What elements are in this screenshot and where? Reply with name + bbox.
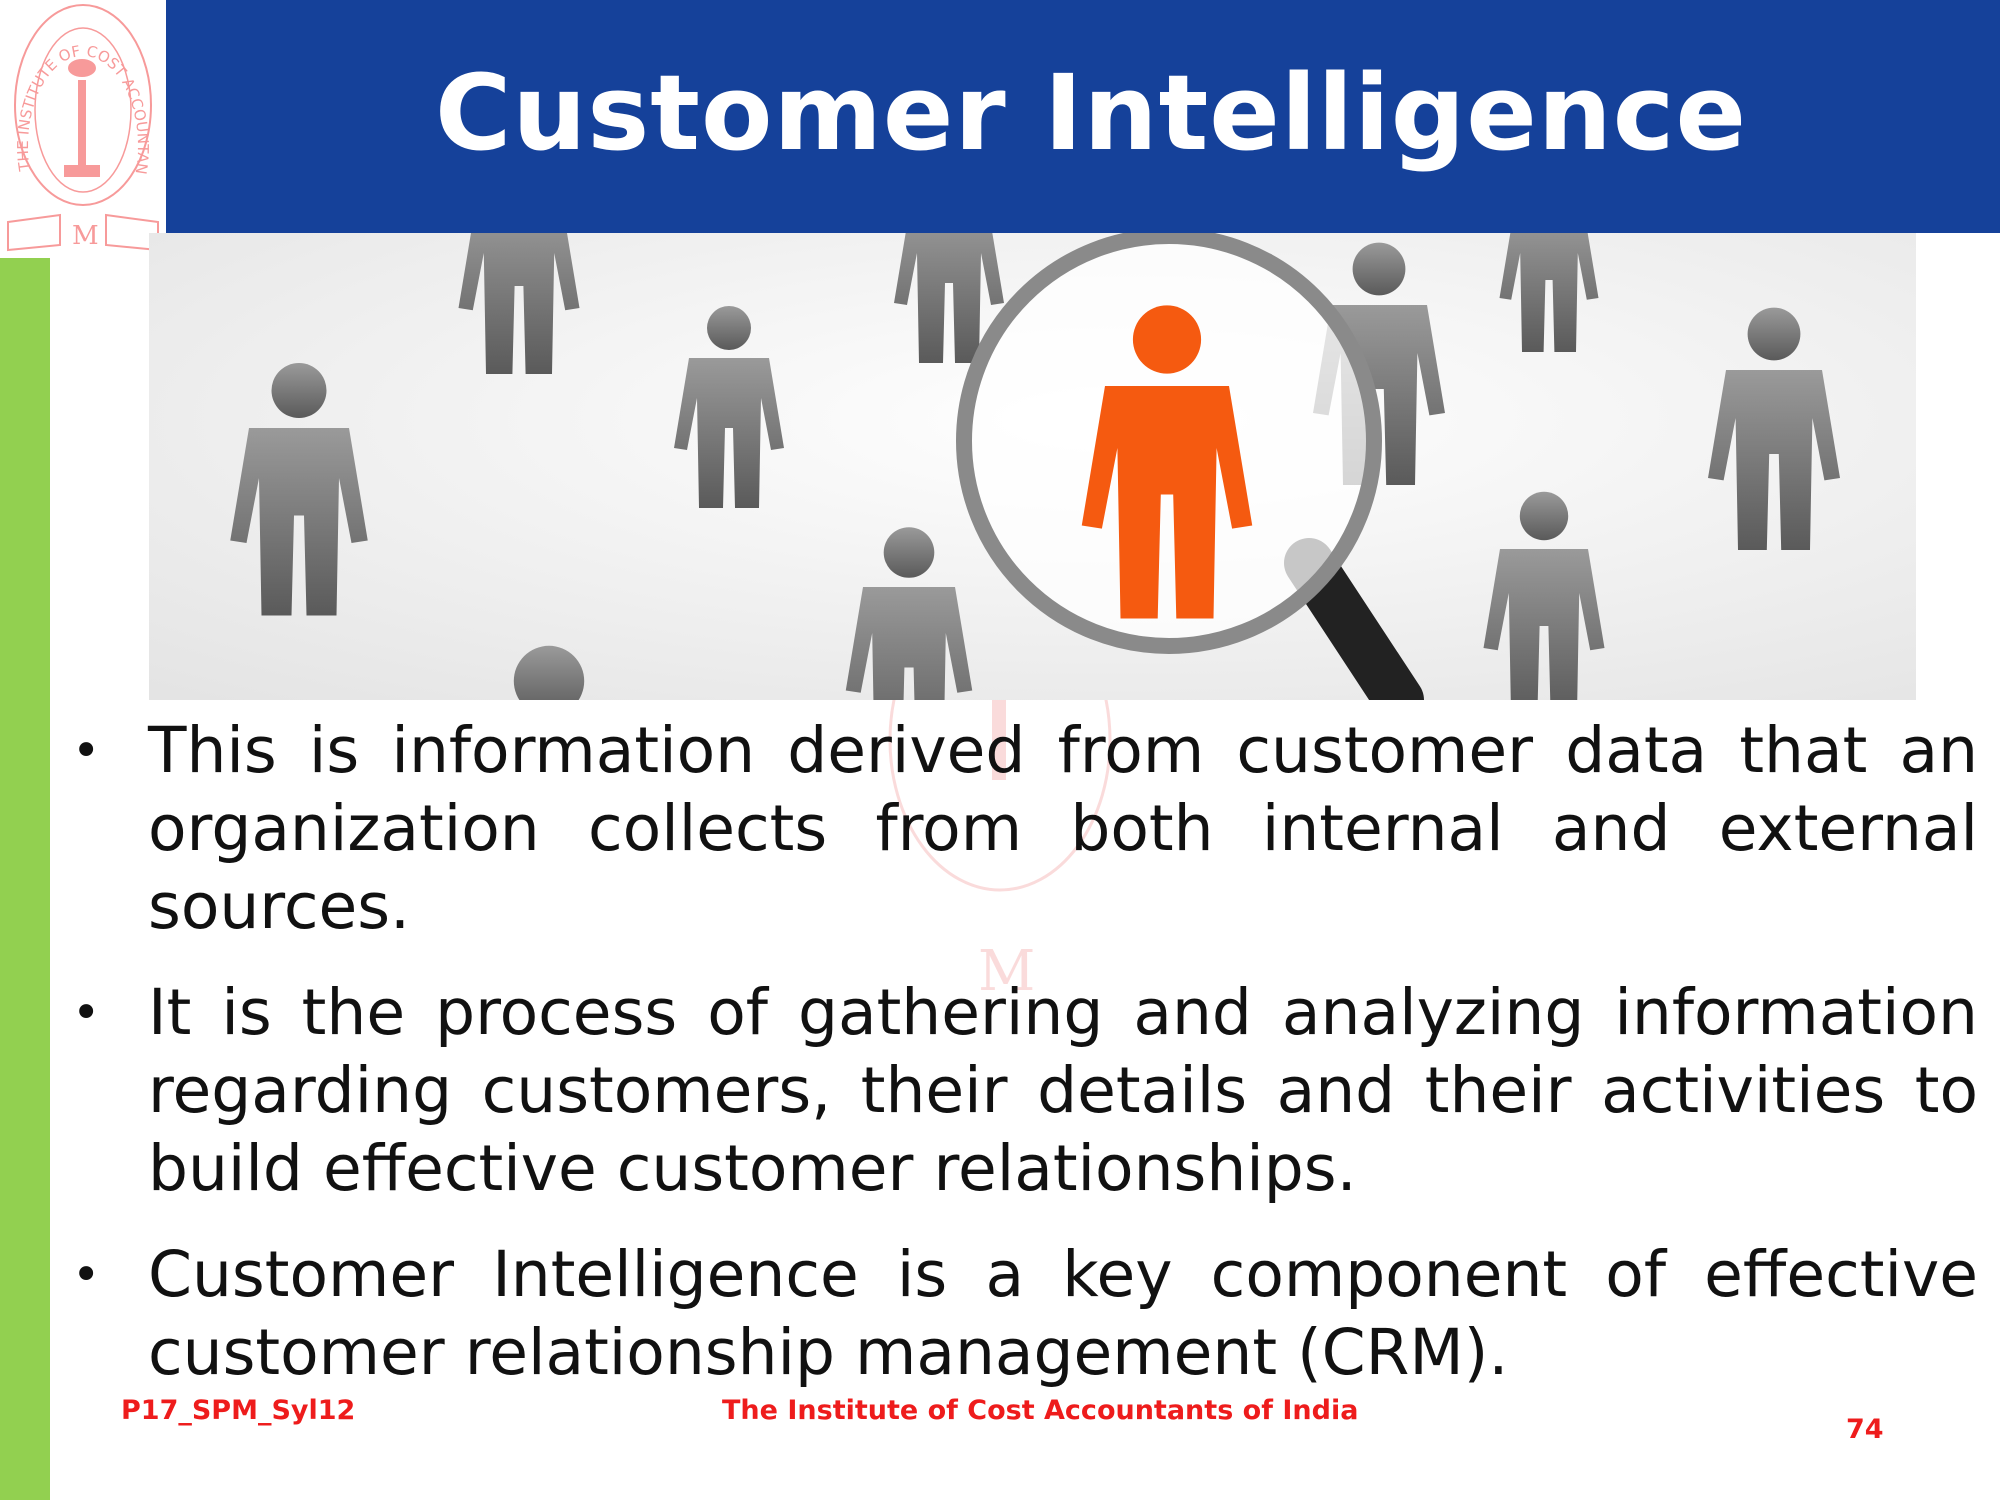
footer-code: P17_SPM_Syl12: [121, 1395, 356, 1426]
bullet-icon: •: [72, 985, 101, 1041]
page-number: 74: [1846, 1414, 1884, 1445]
slide-title: Customer Intelligence: [435, 52, 1747, 174]
watermark-logo: M: [888, 700, 1112, 1000]
svg-text:M: M: [978, 939, 1035, 1000]
bullet-icon: •: [72, 723, 101, 779]
bullet-text: It is the process of gathering and analy…: [148, 976, 1978, 1205]
title-banner: Customer Intelligence: [166, 0, 2000, 233]
svg-text:THE INSTITUTE OF COST ACCOUNTA: THE INSTITUTE OF COST ACCOUNTANTS OF IND…: [0, 0, 152, 176]
institute-logo: THE INSTITUTE OF COST ACCOUNTANTS OF IND…: [0, 0, 159, 252]
bullet-text: This is information derived from custome…: [148, 714, 1978, 943]
customer-search-illustration: [149, 233, 1916, 700]
footer-institute: The Institute of Cost Accountants of Ind…: [722, 1395, 1359, 1426]
bullet-item: • This is information derived from custom…: [60, 712, 1978, 946]
bullet-item: • It is the process of gathering and anal…: [60, 974, 1978, 1208]
bullet-icon: •: [72, 1247, 101, 1303]
bullet-text: Customer Intelligence is a key component…: [148, 1238, 1978, 1389]
svg-text:M: M: [72, 221, 99, 251]
accent-bar: [0, 258, 50, 1500]
bullet-item: • Customer Intelligence is a key componen…: [60, 1236, 1978, 1392]
bullet-list: • This is information derived from custom…: [60, 712, 1978, 1420]
